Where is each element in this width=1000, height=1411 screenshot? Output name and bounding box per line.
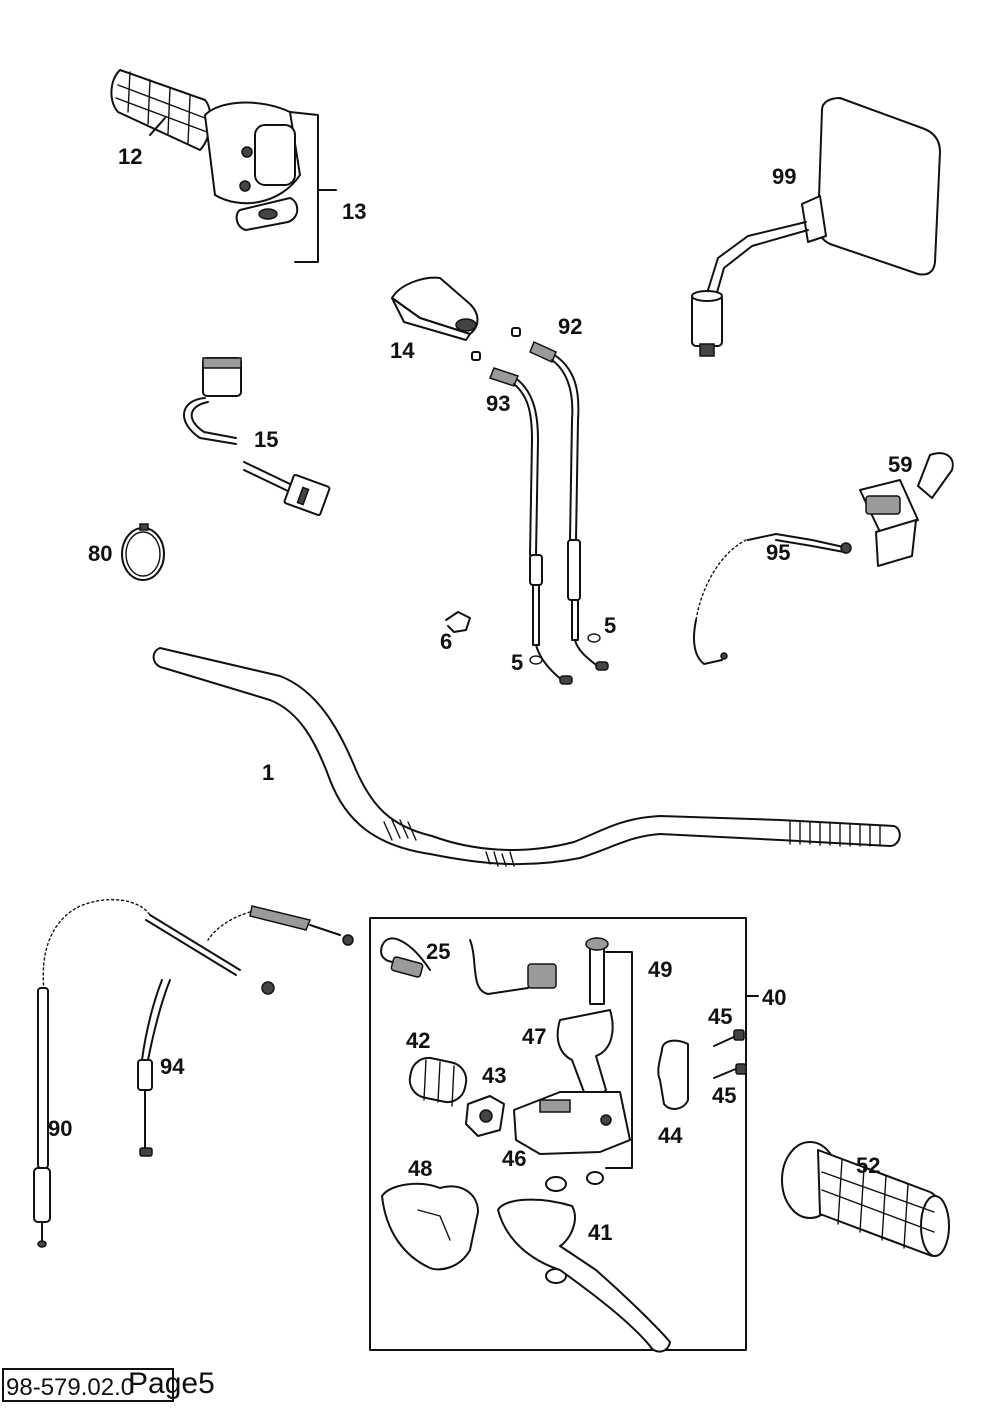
label-part-45b: 45: [712, 1083, 736, 1108]
page-label: Page5: [128, 1367, 215, 1400]
label-part-25: 25: [426, 939, 450, 964]
drawing-number: 98-579.02.0: [6, 1374, 134, 1401]
label-part-43: 43: [482, 1063, 506, 1088]
lever-guard-48: [381, 1182, 479, 1271]
cable-clip: [445, 611, 471, 633]
label-part-5a: 5: [604, 613, 616, 638]
kill-switch: [182, 357, 331, 517]
mirror: [691, 97, 941, 357]
adjuster-43: [465, 1095, 505, 1137]
label-part-5b: 5: [511, 650, 523, 675]
label-part-48: 48: [408, 1156, 432, 1181]
label-part-40: 40: [762, 985, 786, 1010]
switch-cable-25: [380, 937, 557, 995]
cable-tie: [121, 523, 165, 581]
label-part-93: 93: [486, 391, 510, 416]
label-part-42: 42: [406, 1028, 430, 1053]
label-part-44: 44: [658, 1123, 683, 1148]
label-part-1: 1: [262, 760, 274, 785]
label-part-94: 94: [160, 1054, 185, 1079]
hot-start-lever: [693, 452, 954, 665]
label-part-45a: 45: [708, 1004, 732, 1029]
label-part-95: 95: [766, 540, 790, 565]
boot-42: [408, 1056, 468, 1107]
cover: [391, 276, 479, 341]
left-grip: [781, 1141, 950, 1257]
label-part-12: 12: [118, 144, 142, 169]
washers-bottom: [545, 1171, 604, 1284]
label-part-15: 15: [254, 427, 278, 452]
handlebar: [152, 647, 901, 867]
label-part-13: 13: [342, 199, 366, 224]
footer: 98-579.02.0 Page5: [2, 1367, 215, 1402]
clamp-44: [657, 1039, 689, 1110]
clutch-cables: [33, 898, 354, 1248]
label-part-59: 59: [888, 452, 912, 477]
label-part-92: 92: [558, 314, 582, 339]
drawing-number-box: [2, 1368, 174, 1402]
label-part-14: 14: [390, 338, 415, 363]
label-part-52: 52: [856, 1153, 880, 1178]
label-part-90: 90: [48, 1116, 72, 1141]
lever-41: [497, 1198, 671, 1353]
lever-assembly-box: [369, 917, 759, 1351]
washers: [529, 633, 601, 665]
label-part-47: 47: [522, 1024, 546, 1049]
label-part-6: 6: [440, 629, 452, 654]
label-part-46: 46: [502, 1146, 526, 1171]
label-part-99: 99: [772, 164, 796, 189]
label-part-41: 41: [588, 1220, 612, 1245]
throttle-cables: [471, 327, 609, 685]
part-labels: 1 5 5 6 12 13 14 15 25 40 41 42 43 44 45…: [48, 144, 912, 1245]
clamp-bolts-45: [713, 1029, 747, 1079]
master-cylinder-47: [556, 1009, 614, 1098]
label-part-80: 80: [88, 541, 112, 566]
label-part-49: 49: [648, 957, 672, 982]
throttle-grip-assembly: [110, 69, 337, 263]
lever-housing-46: [513, 1091, 631, 1155]
